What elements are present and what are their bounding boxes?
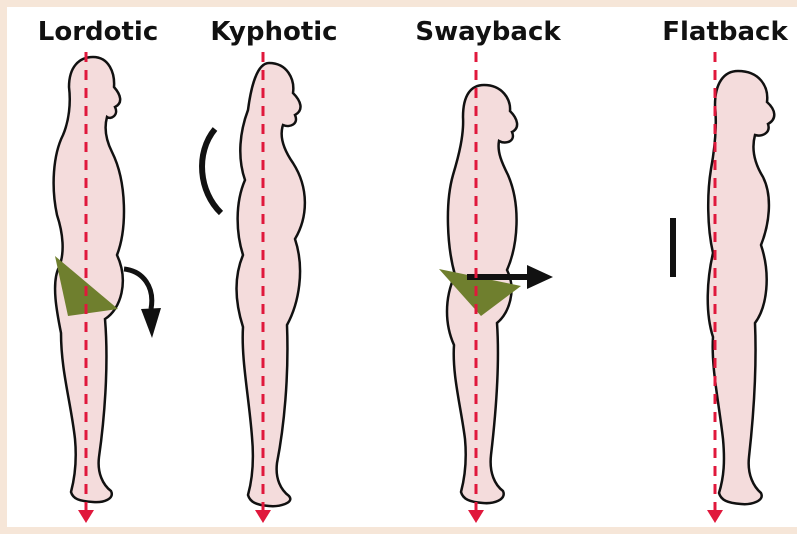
plumb-arrow-swayback bbox=[468, 510, 484, 523]
curved-arrow-lordotic bbox=[124, 269, 152, 309]
shift-arrowhead-swayback bbox=[527, 265, 553, 289]
plumb-arrow-kyphotic bbox=[255, 510, 271, 523]
plumb-arrow-flatback bbox=[707, 510, 723, 523]
body-silhouette-flatback bbox=[708, 71, 775, 504]
posture-figures bbox=[7, 7, 797, 527]
diagram-panel: Lordotic Kyphotic Swayback Flatback bbox=[7, 7, 797, 527]
figure-swayback bbox=[439, 52, 553, 523]
body-silhouette-kyphotic bbox=[237, 63, 305, 506]
figure-lordotic bbox=[54, 52, 161, 523]
figure-kyphotic bbox=[202, 52, 305, 523]
arrowhead-lordotic bbox=[141, 308, 161, 338]
figure-flatback bbox=[673, 52, 774, 523]
curve-indicator-kyphotic bbox=[202, 129, 221, 213]
plumb-arrow-lordotic bbox=[78, 510, 94, 523]
